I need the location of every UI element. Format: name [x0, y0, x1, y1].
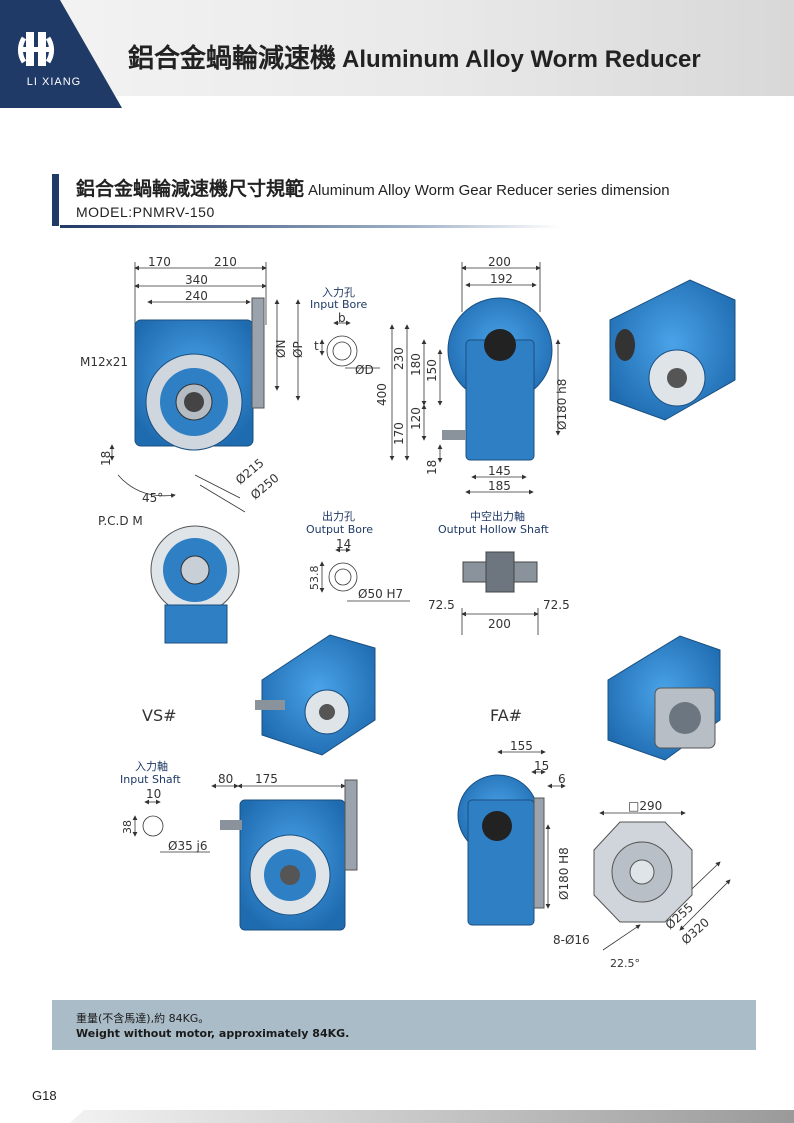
dim-text: Ø35 j6: [168, 839, 208, 853]
dim-text: 72.5: [428, 598, 455, 612]
dim-text: 45°: [142, 491, 163, 505]
dim-text: 10: [146, 787, 161, 801]
footer-bar: [70, 1110, 794, 1123]
title-zh: 鋁合金蝸輪減速機: [128, 43, 337, 73]
fa-render: [607, 635, 721, 761]
dim-text: Ø180 H8: [557, 847, 571, 900]
dimension-drawing: 170 210 340 240 M12x21 18 45° Ø215 Ø250 …: [80, 255, 736, 970]
input-bore-en: Input Bore: [310, 298, 368, 311]
dim-text: 200: [488, 617, 511, 631]
fa-label: FA#: [490, 706, 522, 725]
fa-drawing: [457, 774, 545, 926]
model-number: MODEL:PNMRV-150: [76, 204, 215, 220]
pcd-view: [150, 525, 240, 644]
vs-render: [255, 634, 376, 756]
dim-text: 72.5: [543, 598, 570, 612]
dim-text: 53.8: [308, 566, 321, 591]
front-view: [134, 297, 265, 451]
hollow-shaft: [462, 551, 538, 593]
dim-text: 180: [409, 353, 423, 376]
dim-text: 155: [510, 739, 533, 753]
dim-text: 240: [185, 289, 208, 303]
dim-text: 400: [375, 383, 389, 406]
dim-text: ØN: [274, 340, 288, 358]
section-title-en: Aluminum Alloy Worm Gear Reducer series …: [308, 182, 670, 199]
input-shaft-en: Input Shaft: [120, 773, 181, 786]
input-bore-zh: 入力孔: [322, 286, 355, 299]
dim-text: 192: [490, 272, 513, 286]
dim-text: 120: [409, 407, 423, 430]
brand-name: LI XIANG: [26, 76, 82, 88]
dim-text: ØD: [355, 363, 374, 377]
dim-text: 210: [214, 255, 237, 269]
section-bar: [52, 174, 59, 226]
dim-text: 6: [558, 772, 566, 786]
dim-text: 175: [255, 772, 278, 786]
dim-text: t: [314, 339, 319, 353]
fa-flange: [593, 821, 693, 923]
dim-text: 80: [218, 772, 233, 786]
render-3d-front: [609, 279, 736, 421]
page-header: [0, 0, 794, 96]
weight-info-box: [52, 1000, 756, 1050]
section-underline: [60, 225, 560, 228]
dim-text: 22.5°: [610, 957, 640, 970]
dim-text: ØP: [291, 341, 305, 358]
dim-text: P.C.D M: [98, 514, 143, 528]
vs-drawing: [220, 779, 358, 931]
dim-text: 15: [534, 759, 549, 773]
output-bore-zh: 出力孔: [322, 509, 355, 523]
dim-text: 185: [488, 479, 511, 493]
section-title-zh: 鋁合金蝸輪減速機尺寸規範: [76, 179, 305, 200]
output-bore-en: Output Bore: [306, 523, 373, 536]
dim-text: 18: [99, 451, 113, 466]
dim-text: 14: [336, 537, 351, 551]
title-en: Aluminum Alloy Worm Reducer: [342, 46, 701, 73]
hollow-shaft-en: Output Hollow Shaft: [438, 523, 549, 536]
dim-text: 200: [488, 255, 511, 269]
input-shaft-zh: 入力軸: [135, 759, 168, 773]
dim-text: 340: [185, 273, 208, 287]
page-number: G18: [32, 1088, 57, 1103]
dim-text: 145: [488, 464, 511, 478]
dim-text: 18: [425, 460, 439, 475]
dim-text: □290: [628, 799, 662, 813]
dim-text: 170: [392, 422, 406, 445]
lixiang-logo-icon: [0, 0, 122, 108]
weight-text-en: Weight without motor, approximately 84KG…: [76, 1027, 350, 1040]
hollow-shaft-zh: 中空出力軸: [470, 509, 525, 523]
dim-text: Ø50 H7: [358, 587, 403, 601]
dim-text: M12x21: [80, 355, 128, 369]
dim-text: Ø180 h8: [555, 379, 569, 430]
dim-text: 150: [425, 359, 439, 382]
vs-label: VS#: [142, 706, 177, 725]
dim-text: 230: [392, 347, 406, 370]
dim-text: 170: [148, 255, 171, 269]
dim-text: 8-Ø16: [553, 933, 590, 947]
dim-text: b: [338, 311, 346, 325]
weight-text-zh: 重量(不含馬達),約 84KG。: [76, 1012, 210, 1025]
dim-text: 38: [121, 820, 134, 834]
side-view: [442, 297, 553, 461]
